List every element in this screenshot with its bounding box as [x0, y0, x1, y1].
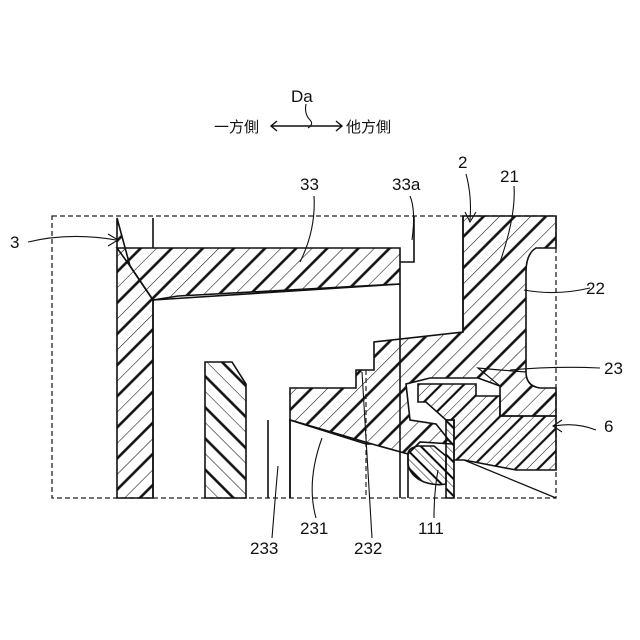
leader-233	[272, 466, 278, 538]
part-111-stem	[446, 420, 454, 498]
direction-left-label: 一方側	[214, 119, 259, 136]
leader-3	[28, 236, 116, 242]
label-111: 111	[418, 519, 444, 538]
label-2: 2	[458, 153, 467, 172]
label-23: 23	[604, 359, 623, 378]
inner-rib	[205, 362, 246, 498]
part-233-base	[268, 420, 290, 498]
leader-22	[524, 288, 590, 293]
label-22: 22	[586, 279, 605, 298]
leader-2	[466, 174, 471, 220]
label-3: 3	[10, 233, 19, 252]
direction-symbol: Da	[291, 87, 313, 106]
label-6: 6	[604, 417, 613, 436]
leader-6	[554, 425, 596, 430]
direction-right-label: 他方側	[346, 119, 391, 136]
label-232: 232	[354, 539, 382, 558]
leader-231	[312, 438, 322, 518]
direction-arrow	[271, 121, 342, 131]
label-33a: 33a	[392, 175, 421, 194]
label-233: 233	[250, 539, 278, 558]
label-33: 33	[300, 175, 319, 194]
direction-arrow-leader	[306, 104, 312, 128]
label-231: 231	[300, 519, 328, 538]
part-111-seal	[408, 446, 446, 485]
part-33-lip	[117, 248, 400, 300]
label-21: 21	[500, 167, 519, 186]
leader-33a	[410, 196, 414, 240]
